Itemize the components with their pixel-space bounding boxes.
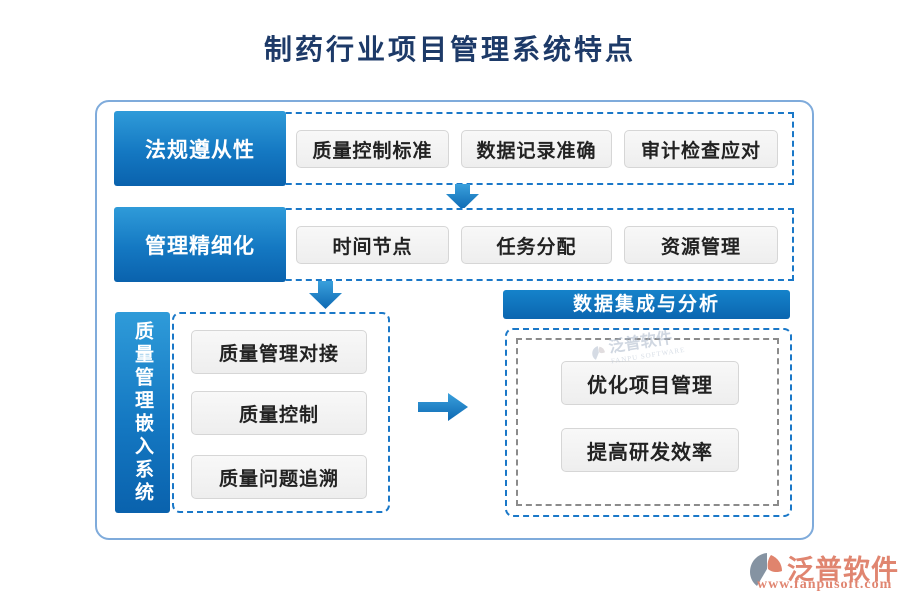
item-quality-control: 质量控制 — [191, 391, 367, 435]
item-optimize-project-management: 优化项目管理 — [561, 361, 739, 405]
item-audit-inspection: 审计检查应对 — [624, 130, 778, 168]
item-resource-management: 资源管理 — [624, 226, 778, 264]
footer-brand-name: 泛普软件 — [787, 555, 899, 585]
item-quality-issue-trace: 质量问题追溯 — [191, 455, 367, 499]
item-quality-management-link: 质量管理对接 — [191, 330, 367, 374]
fanpu-logo-icon — [750, 553, 782, 586]
quality-section-label: 质量管理嵌入系统 — [115, 312, 170, 513]
result-section-header: 数据集成与分析 — [503, 290, 790, 319]
item-improve-rd-efficiency: 提高研发效率 — [561, 428, 739, 472]
item-data-record-accuracy: 数据记录准确 — [461, 130, 612, 168]
result-section-inner-container — [516, 338, 779, 506]
item-task-assignment: 任务分配 — [461, 226, 612, 264]
item-time-node: 时间节点 — [296, 226, 449, 264]
row-refinement-label: 管理精细化 — [114, 207, 286, 282]
row-compliance-label: 法规遵从性 — [114, 111, 286, 186]
page-title: 制药行业项目管理系统特点 — [263, 35, 636, 66]
item-quality-control-standard: 质量控制标准 — [296, 130, 449, 168]
footer-website-url: www.fanpusoft.com — [757, 577, 893, 592]
result-section-container — [505, 328, 792, 517]
